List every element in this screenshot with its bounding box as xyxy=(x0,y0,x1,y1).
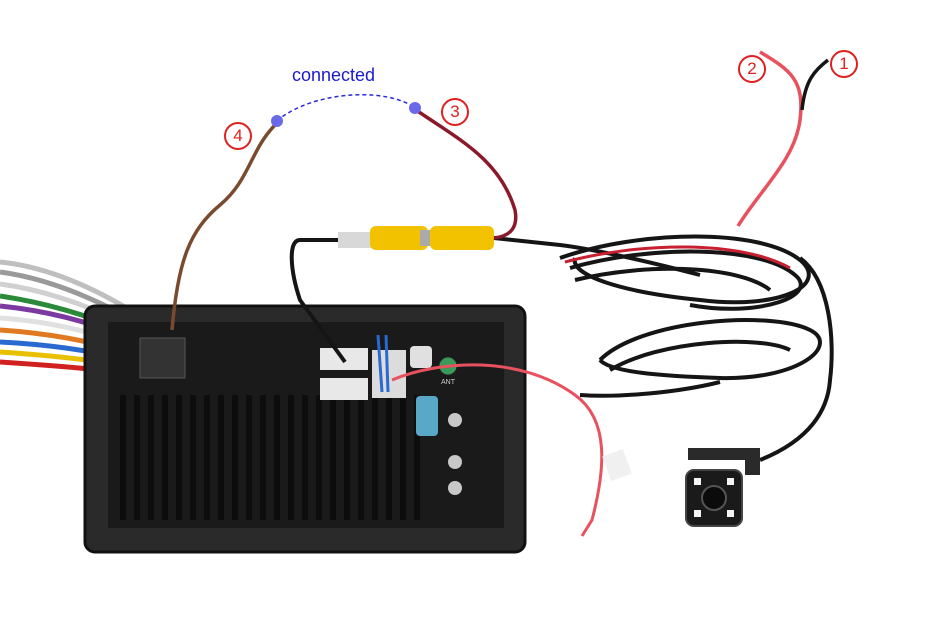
video-cable xyxy=(289,238,347,364)
callout-2: 2 xyxy=(738,55,766,83)
usb-port-1 xyxy=(448,413,462,427)
usb-port-3 xyxy=(448,481,462,495)
connected-label: connected xyxy=(292,65,376,85)
dark-red-wire xyxy=(415,108,518,240)
connected-dashed-link xyxy=(276,94,416,122)
blue-sticker xyxy=(416,396,438,436)
usb-port-2 xyxy=(448,455,462,469)
rca-connector xyxy=(338,226,494,250)
rear-camera xyxy=(685,448,760,527)
harness-socket xyxy=(139,337,186,379)
callout-4: 4 xyxy=(224,122,252,150)
callout-3: 3 xyxy=(441,98,469,126)
wire-tag xyxy=(602,449,632,481)
red-power-wire xyxy=(736,50,803,227)
callout-1: 1 xyxy=(830,50,858,78)
black-ground-wire xyxy=(800,58,830,111)
white-connector-bottom xyxy=(320,378,368,400)
connection-dot-left xyxy=(271,115,283,127)
camera-cable xyxy=(493,234,834,462)
reverse-trigger-wire xyxy=(391,363,604,537)
label-sticker xyxy=(410,346,432,368)
tap-wires xyxy=(376,334,390,393)
coil-red-wire xyxy=(564,245,791,270)
heatsink-fins xyxy=(120,395,420,520)
antenna-port-label: ANT xyxy=(441,379,456,386)
head-unit: ANT xyxy=(83,304,527,554)
connection-dot-right xyxy=(409,102,421,114)
brown-wire xyxy=(170,122,278,331)
